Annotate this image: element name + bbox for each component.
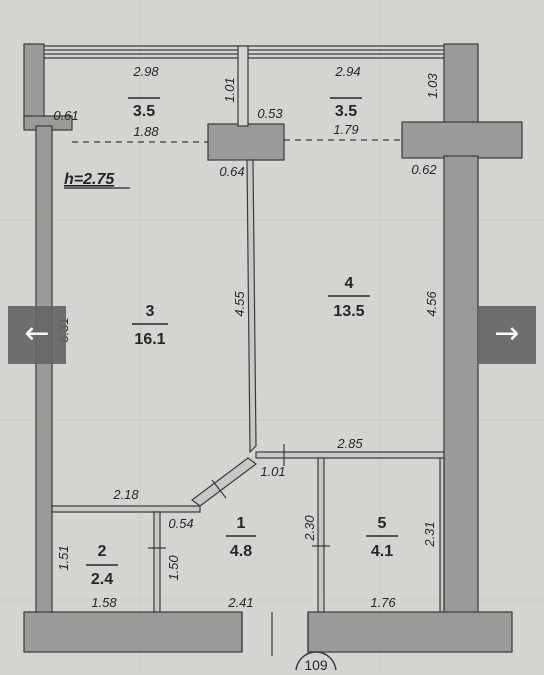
dim-2-98: 2.98 xyxy=(132,64,159,79)
dim-0-64: 0.64 xyxy=(219,164,244,179)
partition-central xyxy=(246,159,257,454)
dim-2-85: 2.85 xyxy=(336,436,363,451)
corner-marker: 109 xyxy=(295,651,337,675)
dim-1-51: 1.51 xyxy=(56,545,71,570)
dim-1-03: 1.03 xyxy=(425,73,440,99)
door-marks xyxy=(148,444,330,656)
arrow-left-icon: ← xyxy=(24,316,50,351)
wall-left-top xyxy=(23,43,45,127)
room-2-number: 2 xyxy=(98,543,107,560)
arrow-right-icon: → xyxy=(494,316,520,351)
prev-arrow-button[interactable]: ← xyxy=(8,306,66,364)
dim-0-54: 0.54 xyxy=(168,516,193,531)
partition-left-h xyxy=(51,505,201,513)
dim-1-88: 1.88 xyxy=(133,124,159,139)
wall-right-top xyxy=(443,43,479,125)
partition-store-l xyxy=(317,457,325,613)
dim-1-50: 1.50 xyxy=(166,555,181,581)
wall-right xyxy=(443,155,479,617)
room-5-area: 4.1 xyxy=(371,543,393,560)
balcony-walls xyxy=(44,45,444,127)
room-4-number: 4 xyxy=(345,275,354,292)
balcony-divider xyxy=(237,45,249,127)
wall-bottom-right xyxy=(307,611,513,653)
room-balcony-left: 3.5 xyxy=(133,103,155,120)
dim-2-41: 2.41 xyxy=(227,595,253,610)
dim-1-01-a: 1.01 xyxy=(222,77,237,102)
wall-left xyxy=(35,125,53,617)
next-arrow-button[interactable]: → xyxy=(478,306,536,364)
partition-store-r xyxy=(439,457,445,613)
room-1-number: 1 xyxy=(237,515,246,532)
dim-1-01-b: 1.01 xyxy=(260,464,285,479)
room-1-area: 4.8 xyxy=(230,543,252,560)
dim-1-79: 1.79 xyxy=(333,122,358,137)
area-underlines xyxy=(86,97,398,566)
dim-2-30: 2.30 xyxy=(302,515,317,542)
partition-diagonal xyxy=(191,457,257,507)
dim-0-61: 0.61 xyxy=(53,108,78,123)
partitions xyxy=(51,159,445,613)
wall-pillar-mid xyxy=(207,123,285,161)
dim-2-31: 2.31 xyxy=(422,521,437,547)
dim-1-76: 1.76 xyxy=(370,595,396,610)
room-3-number: 3 xyxy=(146,303,155,320)
room-5-number: 5 xyxy=(378,515,387,532)
ceiling-height: h=2.75 xyxy=(64,171,115,188)
dim-0-53: 0.53 xyxy=(257,106,283,121)
dim-0-62: 0.62 xyxy=(411,162,437,177)
room-balcony-right: 3.5 xyxy=(335,103,357,120)
dim-2-94: 2.94 xyxy=(334,64,360,79)
dim-4-56: 4.56 xyxy=(424,291,439,317)
partition-horizontal xyxy=(255,451,445,459)
dim-2-18: 2.18 xyxy=(112,487,139,502)
room-3-area: 16.1 xyxy=(134,331,165,348)
balcony-dashed-line xyxy=(72,139,402,143)
walls xyxy=(23,43,523,653)
dim-4-55: 4.55 xyxy=(232,291,247,317)
corner-label: 109 xyxy=(304,657,328,670)
room-2-area: 2.4 xyxy=(91,571,113,588)
wall-bottom-left xyxy=(23,611,243,653)
wall-right-stub xyxy=(401,121,523,159)
room-4-area: 13.5 xyxy=(333,303,364,320)
dim-1-58: 1.58 xyxy=(91,595,117,610)
partition-bath xyxy=(153,511,161,613)
